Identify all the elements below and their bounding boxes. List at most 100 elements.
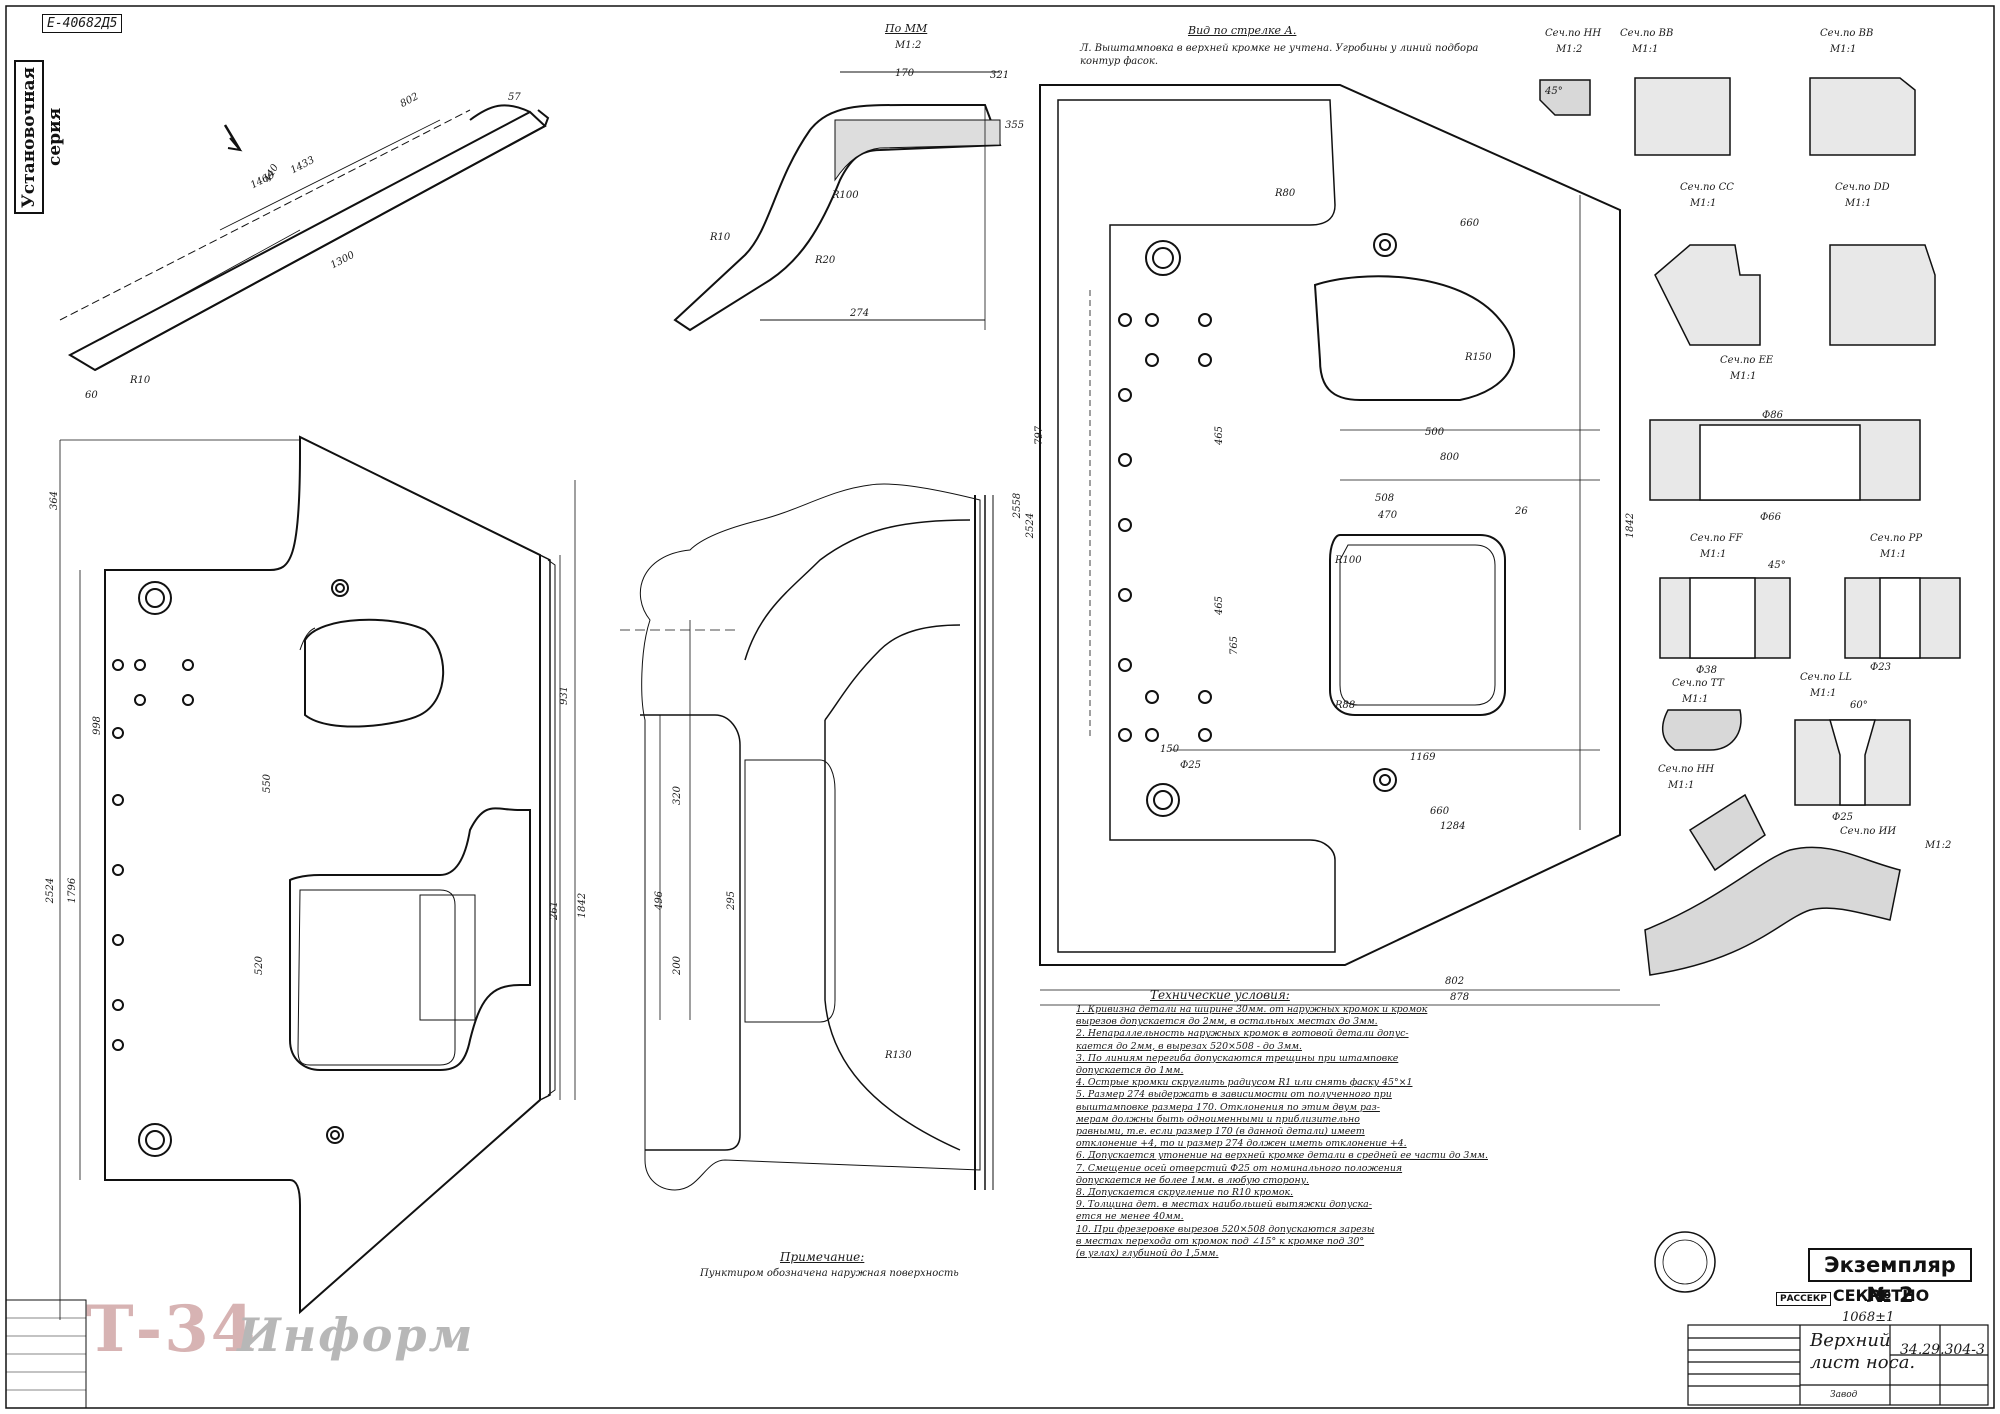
note-line: выштамповке размера 170. Отклонения по э… [1076,1101,1380,1113]
dimension-label: 470 [1378,510,1398,521]
dimension-label: 2558 [1012,492,1024,519]
section-scale: М1:2 [1925,840,1952,851]
dimension-label: 150 [1160,744,1180,755]
note-line: 8. Допускается скругление по R10 кромок. [1076,1187,1294,1199]
dimension-label: 274 [850,308,870,319]
note-line: кается до 2мм, в вырезах 520×508 - до 3м… [1076,1040,1302,1052]
section-title: Сеч.по ВВ [1820,28,1874,39]
dimension-label: 60° [1850,700,1868,711]
dimension-label: 1796 [67,877,79,904]
note-line: ется не менее 40мм. [1076,1211,1184,1223]
dimension-label: 660 [1460,218,1480,229]
dimension-label: R100 [832,190,859,201]
title-block [5,1299,1989,1409]
dimension-label: Ф25 [1180,760,1202,771]
section-title: Сеч.по ТТ [1672,678,1724,689]
dimension-label: 60 [85,390,98,401]
dimension-label: Ф86 [1762,410,1784,421]
round-stamp [1654,1231,1716,1293]
section-title: Сеч.по LL [1800,672,1852,683]
dimension-label: 261 [549,900,561,921]
side-view [59,104,550,372]
dimension-label: Ф66 [1760,512,1782,523]
note-line: допускается до 1мм. [1076,1065,1184,1077]
section-scale: М1:1 [1700,549,1727,560]
section-title: Сеч.по ВВ [1620,28,1674,39]
dimension-label: R150 [1465,352,1492,363]
section-scale: М1:1 [1730,371,1757,382]
watermark-text: Т-34 [86,1292,258,1367]
dimension-label: 364 [49,490,61,511]
dimension-label: 465 [1214,425,1226,446]
dimension-label: 520 [254,955,266,976]
dimension-label: 878 [1450,992,1470,1003]
arrow-a-view-note: Л. Выштамповка в верхней кромке не учтен… [1080,43,1479,67]
dimension-label: 496 [654,890,666,911]
dimension-label: R10 [710,232,731,243]
section-scale: М1:1 [1845,198,1872,209]
sheet-border [5,5,1995,1409]
note-line: равными, т.е. если размер 170 (в данной … [1076,1126,1365,1138]
dimension-label: 321 [990,70,1010,81]
dimension-label: 797 [1034,425,1046,446]
section-title: Сеч.по ЕЕ [1720,355,1774,366]
note-line: отклонение +4, то и размер 274 должен им… [1076,1138,1407,1150]
note-line: вырезов допускается до 2мм, в остальных … [1076,1016,1378,1028]
section-title: Сеч.по DD [1835,182,1890,193]
note-line: 4. Острые кромки скруглить радиусом R1 и… [1076,1077,1413,1089]
dimension-label: 57 [508,92,521,103]
dimension-label: 550 [262,773,274,794]
dimension-label: 1842 [1625,512,1637,539]
note-line: 7. Смещение осей отверстий Ф25 от номина… [1076,1162,1403,1174]
section-title: Сеч.по FF [1690,533,1743,544]
dimension-label: Ф25 [1832,812,1854,823]
dimension-label: 660 [1430,806,1450,817]
note-line: в местах перехода от кромок под ∠15° к к… [1076,1235,1365,1247]
dimension-label: R100 [1335,555,1362,566]
note-line: допускается не более 1мм. в любую сторон… [1076,1174,1310,1186]
dimension-label: 1169 [1410,752,1436,763]
note-line: 3. По линиям перегиба допускаются трещин… [1076,1052,1399,1064]
section-drawings [1539,77,1961,976]
dimension-label: 500 [1425,427,1445,438]
arrow-a-view-title: Вид по стрелке А. [1188,24,1297,37]
section-title: Сеч.по ИИ [1840,826,1897,837]
dimension-label: 465 [1214,595,1226,616]
drawing-number: 34.29.304-3 [1900,1342,1985,1358]
remark-text: Пунктиром обозначена наружная поверхност… [700,1268,959,1279]
mm-view [673,71,1002,332]
mm-view-title: По ММ [885,22,928,35]
dimension-label: 800 [1440,452,1460,463]
section-scale: М1:1 [1690,198,1717,209]
dimension-label: 2524 [1025,512,1037,539]
arrow-a-view [1039,84,1660,1006]
section-scale: М1:1 [1632,44,1659,55]
note-line: 2. Непараллельность наружных кромок в го… [1076,1028,1409,1040]
t34-watermark-logo: Т-34Информ [86,1292,474,1367]
registration-number: Е-40682Д5 [42,14,123,33]
dimension-label: 355 [1005,120,1025,131]
copy-number-stamp: Экземпляр № 2 [1808,1248,1972,1307]
section-title: Сеч.по НН [1658,764,1715,775]
dimension-label: Ф23 [1870,662,1892,673]
note-line: 5. Размер 274 выдержать в зависимости от… [1076,1089,1392,1101]
section-scale: М1:1 [1668,780,1695,791]
section-title: Сеч.по НН [1545,28,1602,39]
plate-left-view [59,435,576,1320]
part-weight: 1068±1 [1842,1310,1895,1325]
profile-middle-view [620,483,994,1191]
dimension-label: Ф38 [1696,665,1718,676]
part-title: Верхний лист носа. [1810,1330,1915,1374]
dimension-label: R80 [1275,188,1296,199]
section-title: Сеч.по СС [1680,182,1734,193]
note-line: мерам должны быть одноименными и приблиз… [1076,1113,1360,1125]
dimension-label: 998 [92,715,104,736]
dimension-label: 802 [1445,976,1465,987]
section-scale: М1:1 [1830,44,1857,55]
note-line: 9. Толщина дет. в местах наибольшей вытя… [1076,1199,1372,1211]
note-line: 10. При фрезеровке вырезов 520×508 допус… [1076,1223,1375,1235]
part-title-line: Верхний [1810,1330,1891,1351]
dimension-label: 170 [895,68,915,79]
